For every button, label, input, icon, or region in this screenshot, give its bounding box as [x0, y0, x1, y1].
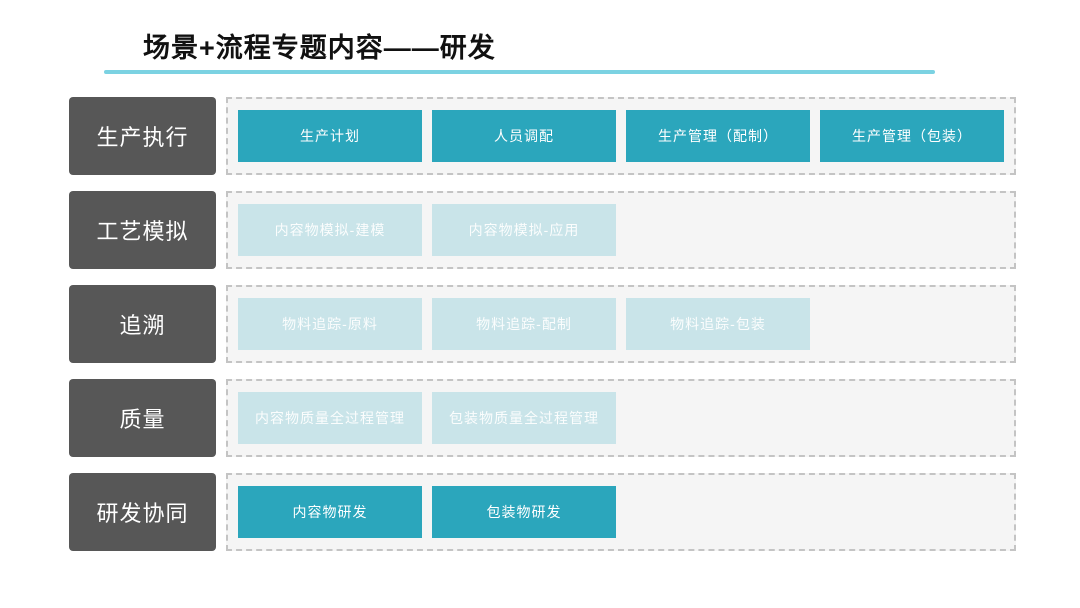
process-item: 物料追踪-配制: [432, 298, 616, 350]
page-title: 场景+流程专题内容——研发: [143, 33, 496, 63]
process-item: 内容物模拟-应用: [432, 204, 616, 256]
process-item: 内容物质量全过程管理: [238, 392, 422, 444]
row-category-label: 追溯: [69, 285, 216, 363]
row-category-label: 工艺模拟: [69, 191, 216, 269]
row-item-track: 内容物质量全过程管理包装物质量全过程管理: [226, 379, 1016, 457]
row-category-label: 研发协同: [69, 473, 216, 551]
process-item: 人员调配: [432, 110, 616, 162]
row-item-track: 内容物模拟-建模内容物模拟-应用: [226, 191, 1016, 269]
row-item-track: 物料追踪-原料物料追踪-配制物料追踪-包装: [226, 285, 1016, 363]
process-item: 生产计划: [238, 110, 422, 162]
title-underline: [104, 70, 935, 74]
process-item: 生产管理（配制）: [626, 110, 810, 162]
process-row: 研发协同内容物研发包装物研发: [0, 473, 1080, 551]
process-item: 包装物质量全过程管理: [432, 392, 616, 444]
row-item-track: 生产计划人员调配生产管理（配制）生产管理（包装）: [226, 97, 1016, 175]
row-category-label: 生产执行: [69, 97, 216, 175]
process-item: 包装物研发: [432, 486, 616, 538]
row-item-track: 内容物研发包装物研发: [226, 473, 1016, 551]
process-row: 追溯物料追踪-原料物料追踪-配制物料追踪-包装: [0, 285, 1080, 363]
process-item: 内容物模拟-建模: [238, 204, 422, 256]
process-row: 质量内容物质量全过程管理包装物质量全过程管理: [0, 379, 1080, 457]
process-item: 物料追踪-包装: [626, 298, 810, 350]
process-rows: 生产执行生产计划人员调配生产管理（配制）生产管理（包装）工艺模拟内容物模拟-建模…: [0, 97, 1080, 567]
process-row: 生产执行生产计划人员调配生产管理（配制）生产管理（包装）: [0, 97, 1080, 175]
process-row: 工艺模拟内容物模拟-建模内容物模拟-应用: [0, 191, 1080, 269]
row-category-label: 质量: [69, 379, 216, 457]
process-item: 物料追踪-原料: [238, 298, 422, 350]
process-item: 生产管理（包装）: [820, 110, 1004, 162]
process-item: 内容物研发: [238, 486, 422, 538]
